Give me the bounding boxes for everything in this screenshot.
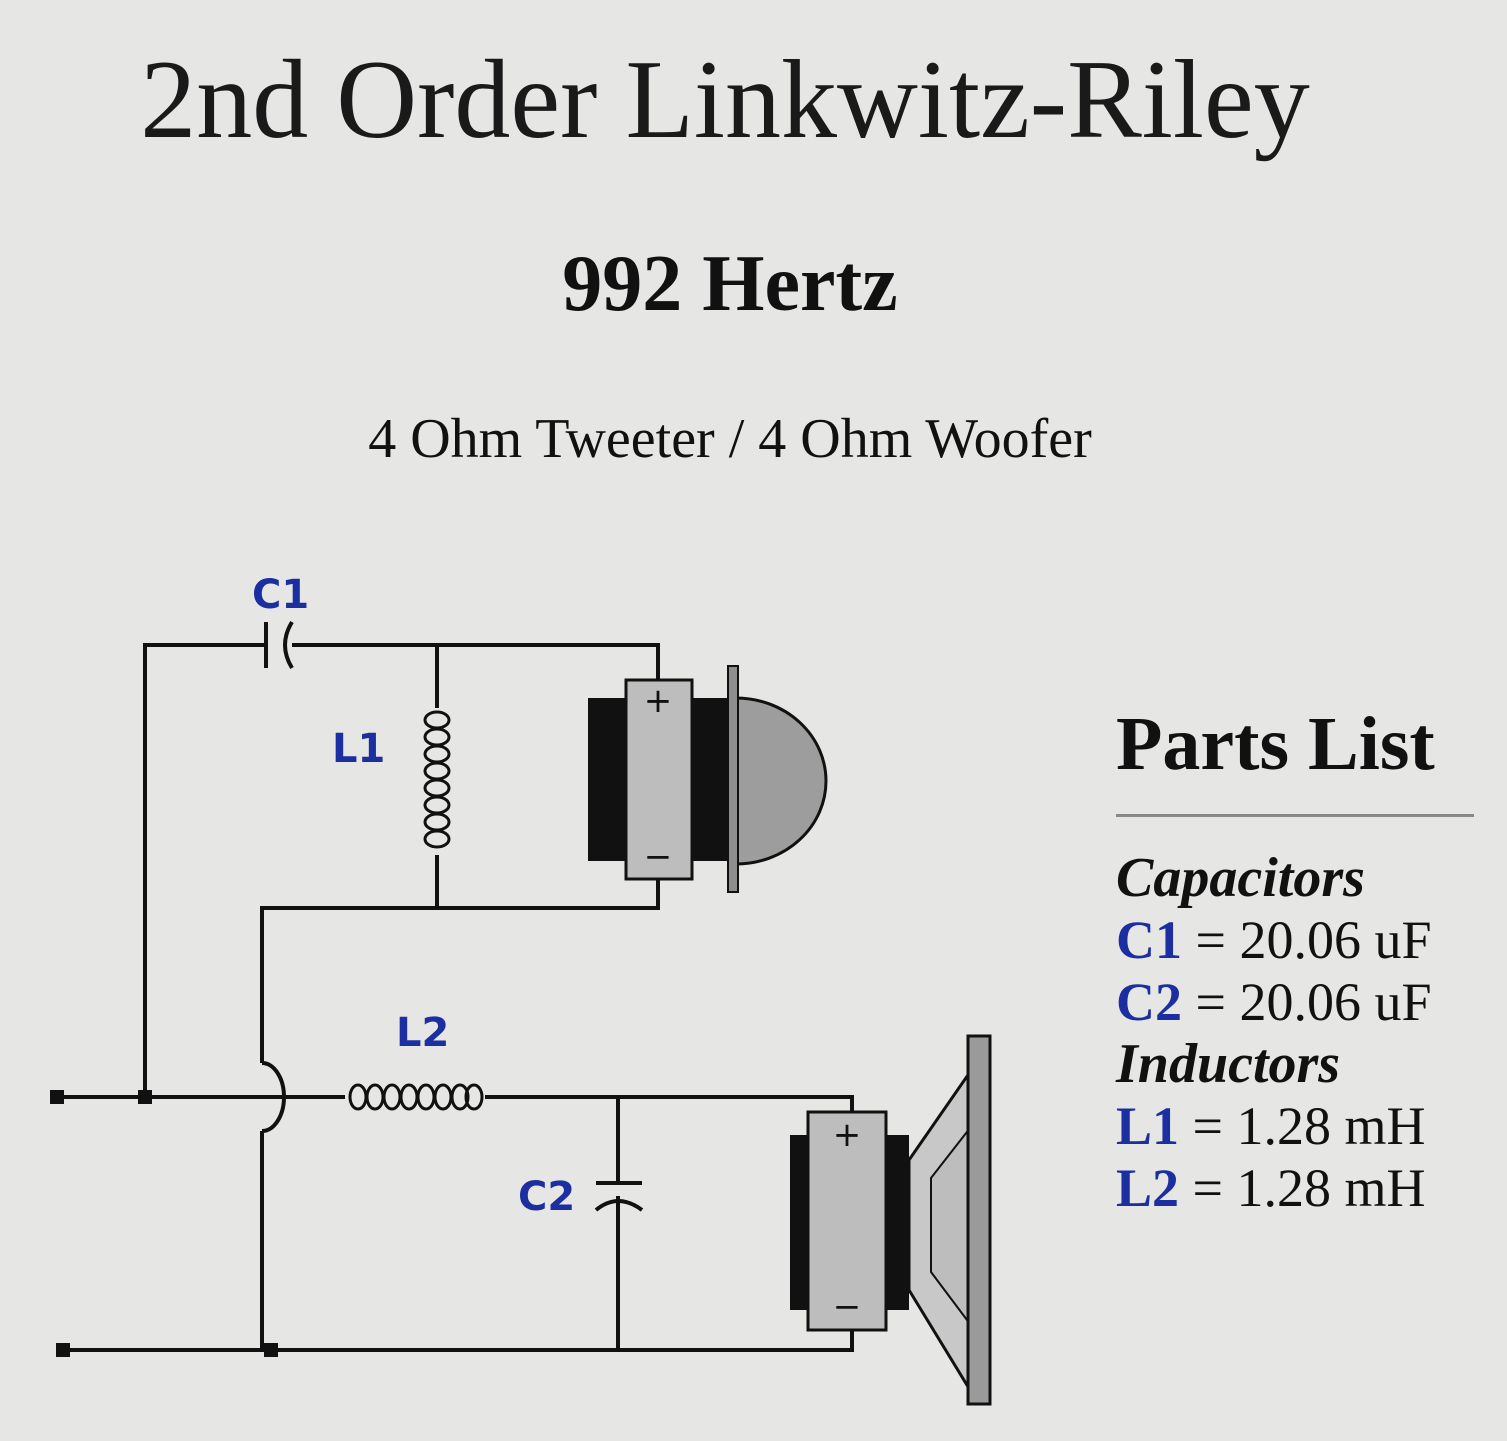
part-value: = 1.28 mH xyxy=(1179,1096,1426,1156)
junction-node xyxy=(264,1343,278,1357)
part-value: = 20.06 uF xyxy=(1182,910,1432,970)
input-positive-terminal xyxy=(50,1090,64,1104)
input-negative-terminal xyxy=(56,1343,70,1357)
part-ref: L1 xyxy=(1116,1096,1180,1156)
label-l1: L1 xyxy=(332,726,385,772)
inductor-l1-symbol xyxy=(423,710,451,849)
parts-list-heading: Parts List xyxy=(1116,702,1435,786)
part-row-l2: L2 = 1.28 mH xyxy=(1116,1157,1486,1219)
part-ref: L2 xyxy=(1116,1158,1180,1218)
capacitor-c1-symbol xyxy=(264,620,294,670)
parts-list: Parts List Capacitors C1 = 20.06 uF C2 =… xyxy=(1116,696,1486,1219)
inductor-l2-symbol xyxy=(348,1083,484,1111)
tweeter-plus-sign: + xyxy=(644,681,673,721)
part-ref: C1 xyxy=(1116,910,1182,970)
woofer-plus-sign: + xyxy=(833,1115,862,1155)
tweeter-minus-sign: − xyxy=(644,837,673,877)
crossover-frequency: 992 Hertz xyxy=(562,240,898,328)
part-row-l1: L1 = 1.28 mH xyxy=(1116,1095,1486,1157)
tweeter-speaker: + − xyxy=(588,665,828,893)
capacitors-heading: Capacitors xyxy=(1116,847,1365,909)
part-row-c1: C1 = 20.06 uF xyxy=(1116,909,1486,971)
woofer-minus-sign: − xyxy=(833,1287,862,1327)
label-c2: C2 xyxy=(518,1174,575,1220)
junction-node xyxy=(138,1090,152,1104)
part-value: = 1.28 mH xyxy=(1179,1158,1426,1218)
capacitor-c2-symbol xyxy=(594,1181,644,1212)
circuit-wires xyxy=(58,643,854,1352)
woofer-speaker: + − xyxy=(790,1034,992,1406)
page-title: 2nd Order Linkwitz-Riley xyxy=(140,38,1310,162)
impedance-description: 4 Ohm Tweeter / 4 Ohm Woofer xyxy=(368,408,1092,470)
inductors-heading: Inductors xyxy=(1116,1033,1341,1095)
label-c1: C1 xyxy=(252,572,309,618)
label-l2: L2 xyxy=(396,1010,449,1056)
part-row-c2: C2 = 20.06 uF xyxy=(1116,971,1486,1033)
parts-list-divider xyxy=(1116,814,1474,817)
part-ref: C2 xyxy=(1116,972,1182,1032)
part-value: = 20.06 uF xyxy=(1182,972,1432,1032)
